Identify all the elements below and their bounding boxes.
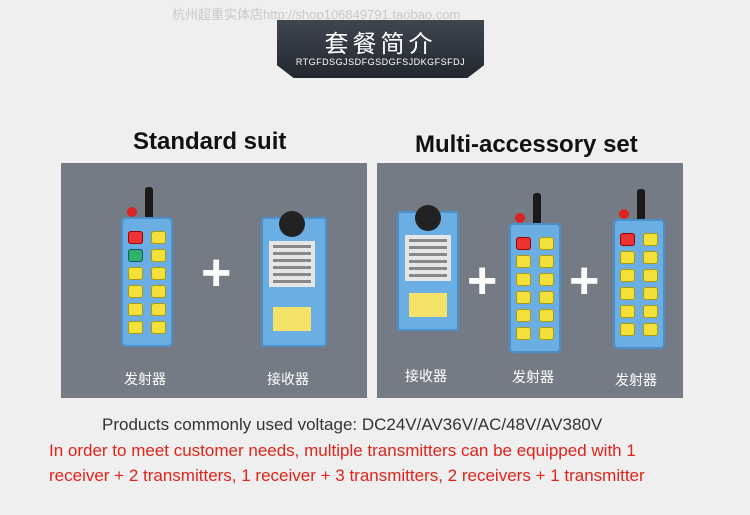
receiver-label-plate (405, 235, 451, 281)
banner: 套餐简介 RTGFDSGJSDFGSDGFSJDKGFSFDJ (277, 20, 484, 78)
banner-subtitle: RTGFDSGJSDFGSDGFSJDKGFSFDJ (295, 57, 466, 67)
caption-transmitter: 发射器 (124, 372, 166, 388)
antenna-icon (637, 189, 645, 219)
multi-accessory-panel: + + 接收器 发射器 发射器 (377, 163, 683, 398)
emergency-stop-icon (515, 213, 525, 223)
receiver-image (397, 205, 459, 331)
banner-title: 套餐简介 (324, 30, 437, 58)
standard-suit-panel: + 发射器 接收器 (61, 163, 367, 398)
caption-transmitter: 发射器 (615, 373, 657, 389)
receiver-sticker (409, 293, 447, 317)
receiver-image (261, 211, 327, 347)
button-grid (516, 237, 554, 340)
receiver-knob (279, 211, 305, 237)
plus-sign: + (569, 252, 600, 310)
transmitter-image (509, 193, 561, 353)
caption-transmitter: 发射器 (512, 370, 554, 386)
voltage-text: Products commonly used voltage: DC24V/AV… (102, 415, 603, 434)
button-grid (128, 231, 166, 334)
watermark: 杭州超重实体店http://shop106849791.taobao.com (172, 7, 461, 22)
transmitter-image (613, 189, 665, 349)
button-grid (620, 233, 658, 336)
plus-sign: + (467, 252, 498, 310)
receiver-label-plate (269, 241, 315, 287)
info-text-line-1: In order to meet customer needs, multipl… (49, 441, 636, 460)
multi-accessory-heading: Multi-accessory set (415, 131, 638, 158)
receiver-knob (415, 205, 441, 231)
antenna-icon (145, 187, 153, 217)
emergency-stop-icon (619, 209, 629, 219)
plus-sign: + (201, 244, 232, 302)
standard-suit-heading: Standard suit (133, 128, 287, 155)
receiver-sticker (273, 307, 311, 331)
caption-receiver: 接收器 (405, 369, 447, 385)
antenna-icon (533, 193, 541, 223)
transmitter-image (121, 187, 173, 347)
caption-receiver: 接收器 (267, 372, 309, 388)
emergency-stop-icon (127, 207, 137, 217)
info-text-line-2: receiver + 2 transmitters, 1 receiver + … (49, 466, 645, 485)
